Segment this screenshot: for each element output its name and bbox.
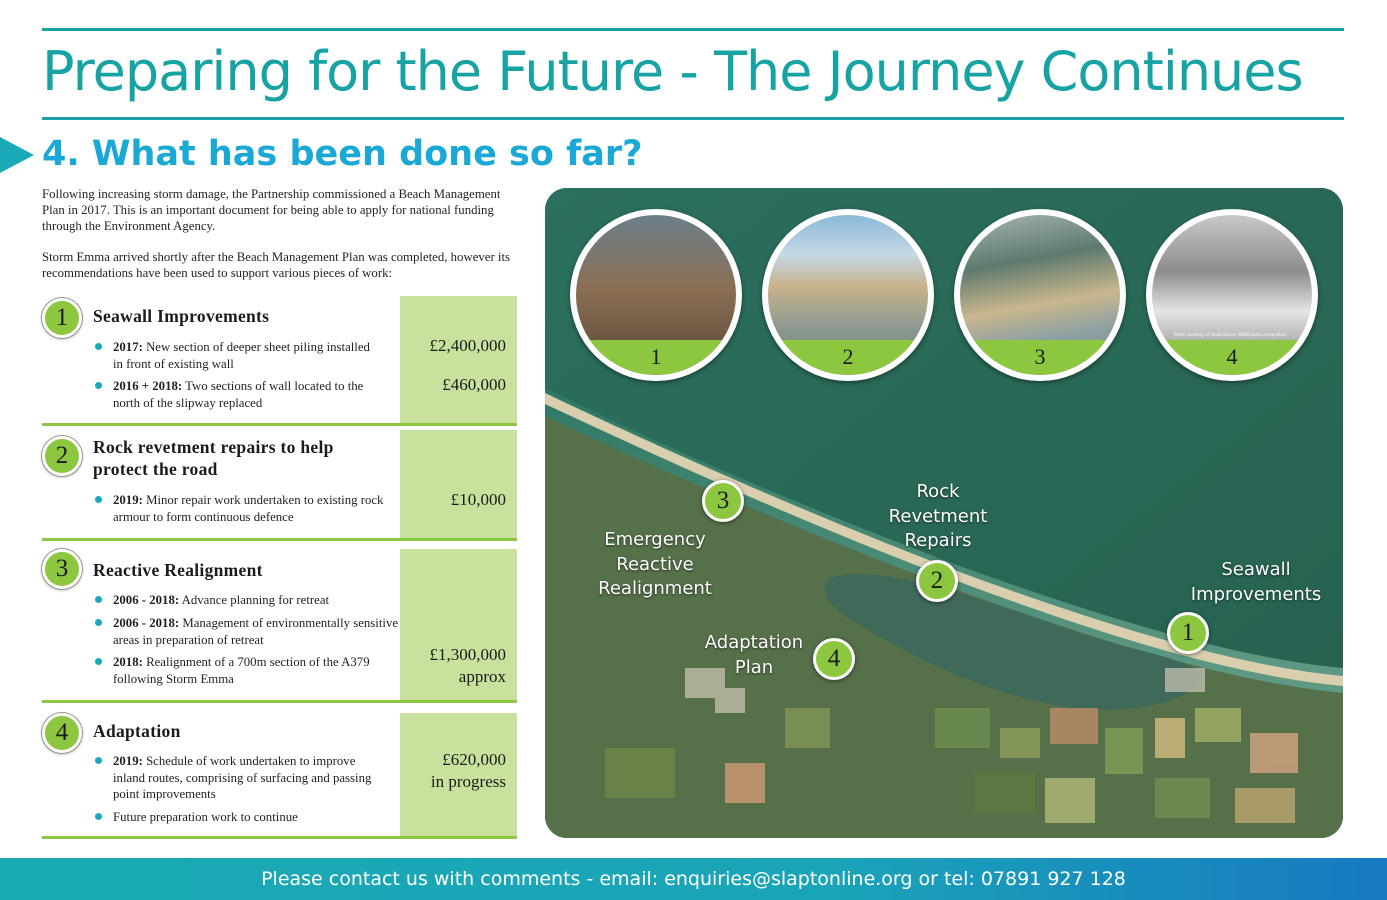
photo-number: 1	[576, 340, 736, 375]
bullet-label: 2016 + 2018:	[113, 379, 183, 393]
bullet-label: 2018:	[113, 655, 143, 669]
map-marker-4: 4	[813, 638, 855, 680]
map-marker-3: 3	[702, 480, 744, 522]
photo-credit: Photo courtesy of South Devon AONB photo…	[1174, 332, 1287, 337]
map-marker-2: 2	[916, 560, 958, 602]
amount-value: £460,000	[442, 375, 506, 394]
work-bullet: 2017: New section of deeper sheet piling…	[93, 339, 383, 372]
photo-3: 3	[954, 209, 1126, 381]
amount-panel	[400, 430, 517, 538]
work-bullet: 2019: Minor repair work undertaken to ex…	[93, 492, 403, 525]
photo-number: 4	[1152, 340, 1312, 375]
photo-1: 1	[570, 209, 742, 381]
work-block-1: 1 Seawall Improvements 2017: New section…	[42, 296, 517, 426]
amount-panel	[400, 713, 517, 836]
bullet-label: 2019:	[113, 493, 143, 507]
amount-value: £1,300,000	[429, 645, 507, 664]
photo-4: Photo courtesy of South Devon AONB photo…	[1146, 209, 1318, 381]
amount-value: approx	[458, 667, 506, 686]
map-label-seawall: Seawall Improvements	[1190, 559, 1322, 605]
work-block-3: 3 Reactive Realignment 2006 - 2018: Adva…	[42, 549, 517, 703]
bullet-label: 2006 - 2018:	[113, 593, 180, 607]
title-divider	[42, 117, 1344, 120]
work-bullet: 2006 - 2018: Advance planning for retrea…	[93, 592, 403, 609]
map-label-adaptation: Adaptation Plan	[704, 632, 804, 678]
number-badge: 4	[42, 713, 82, 753]
amount-panel	[400, 296, 517, 423]
work-bullet: 2018: Realignment of a 700m section of t…	[93, 654, 393, 687]
section-arrow-icon	[0, 137, 34, 173]
footer-contact: Please contact us with comments - email:…	[261, 868, 1126, 890]
top-divider	[42, 28, 1344, 31]
bullet-label: 2017:	[113, 340, 143, 354]
bullet-text: Minor repair work undertaken to existing…	[113, 493, 384, 524]
bullet-label: 2006 - 2018:	[113, 616, 180, 630]
section-title: 4. What has been done so far?	[42, 134, 643, 174]
map-label-rock-revetment: Rock Revetment Repairs	[888, 481, 988, 551]
work-title: Adaptation	[93, 721, 181, 741]
work-bullet: 2019: Schedule of work undertaken to imp…	[93, 753, 383, 803]
bullet-text: Realignment of a 700m section of the A37…	[113, 655, 370, 686]
amount-panel	[400, 549, 517, 700]
aerial-map: 1 2 3 Photo courtesy of South Devon AONB…	[545, 188, 1343, 838]
work-title: Seawall Improvements	[93, 306, 270, 326]
bullet-text: Schedule of work undertaken to improve i…	[113, 754, 372, 801]
photo-number: 2	[768, 340, 928, 375]
amount-value: £620,000	[442, 750, 506, 769]
work-bullet: 2016 + 2018: Two sections of wall locate…	[93, 378, 383, 411]
bullet-label: 2019:	[113, 754, 143, 768]
work-block-2: 2 Rock revetment repairs to help protect…	[42, 430, 517, 541]
bullet-text: Management of environmentally sensitive …	[113, 616, 399, 647]
bullet-text: Two sections of wall located to the nort…	[113, 379, 364, 410]
work-title: Reactive Realignment	[93, 560, 263, 580]
number-badge: 1	[42, 298, 82, 338]
photo-2: 2	[762, 209, 934, 381]
footer-bar: Please contact us with comments - email:…	[0, 858, 1387, 900]
work-title: Rock revetment repairs to help protect t…	[93, 437, 334, 479]
map-label-emergency-realignment: Emergency Reactive Realignment	[598, 529, 712, 599]
amount-value: £10,000	[450, 490, 506, 509]
number-badge: 2	[42, 436, 82, 476]
intro-paragraph-1: Following increasing storm damage, the P…	[42, 187, 501, 233]
photo-number: 3	[960, 340, 1120, 375]
work-bullet: Future preparation work to continue	[93, 809, 393, 826]
bullet-text: Advance planning for retreat	[181, 593, 330, 607]
page-title: Preparing for the Future - The Journey C…	[42, 40, 1304, 103]
work-bullet: 2006 - 2018: Management of environmental…	[93, 615, 403, 648]
amount-value: in progress	[430, 772, 506, 791]
number-badge: 3	[42, 549, 82, 589]
bullet-text: New section of deeper sheet piling insta…	[113, 340, 370, 371]
work-block-4: 4 Adaptation 2019: Schedule of work unde…	[42, 713, 517, 839]
intro-paragraph-2: Storm Emma arrived shortly after the Bea…	[42, 250, 511, 280]
map-marker-1: 1	[1167, 612, 1209, 654]
bullet-text: Future preparation work to continue	[113, 810, 298, 824]
amount-value: £2,400,000	[429, 336, 507, 355]
